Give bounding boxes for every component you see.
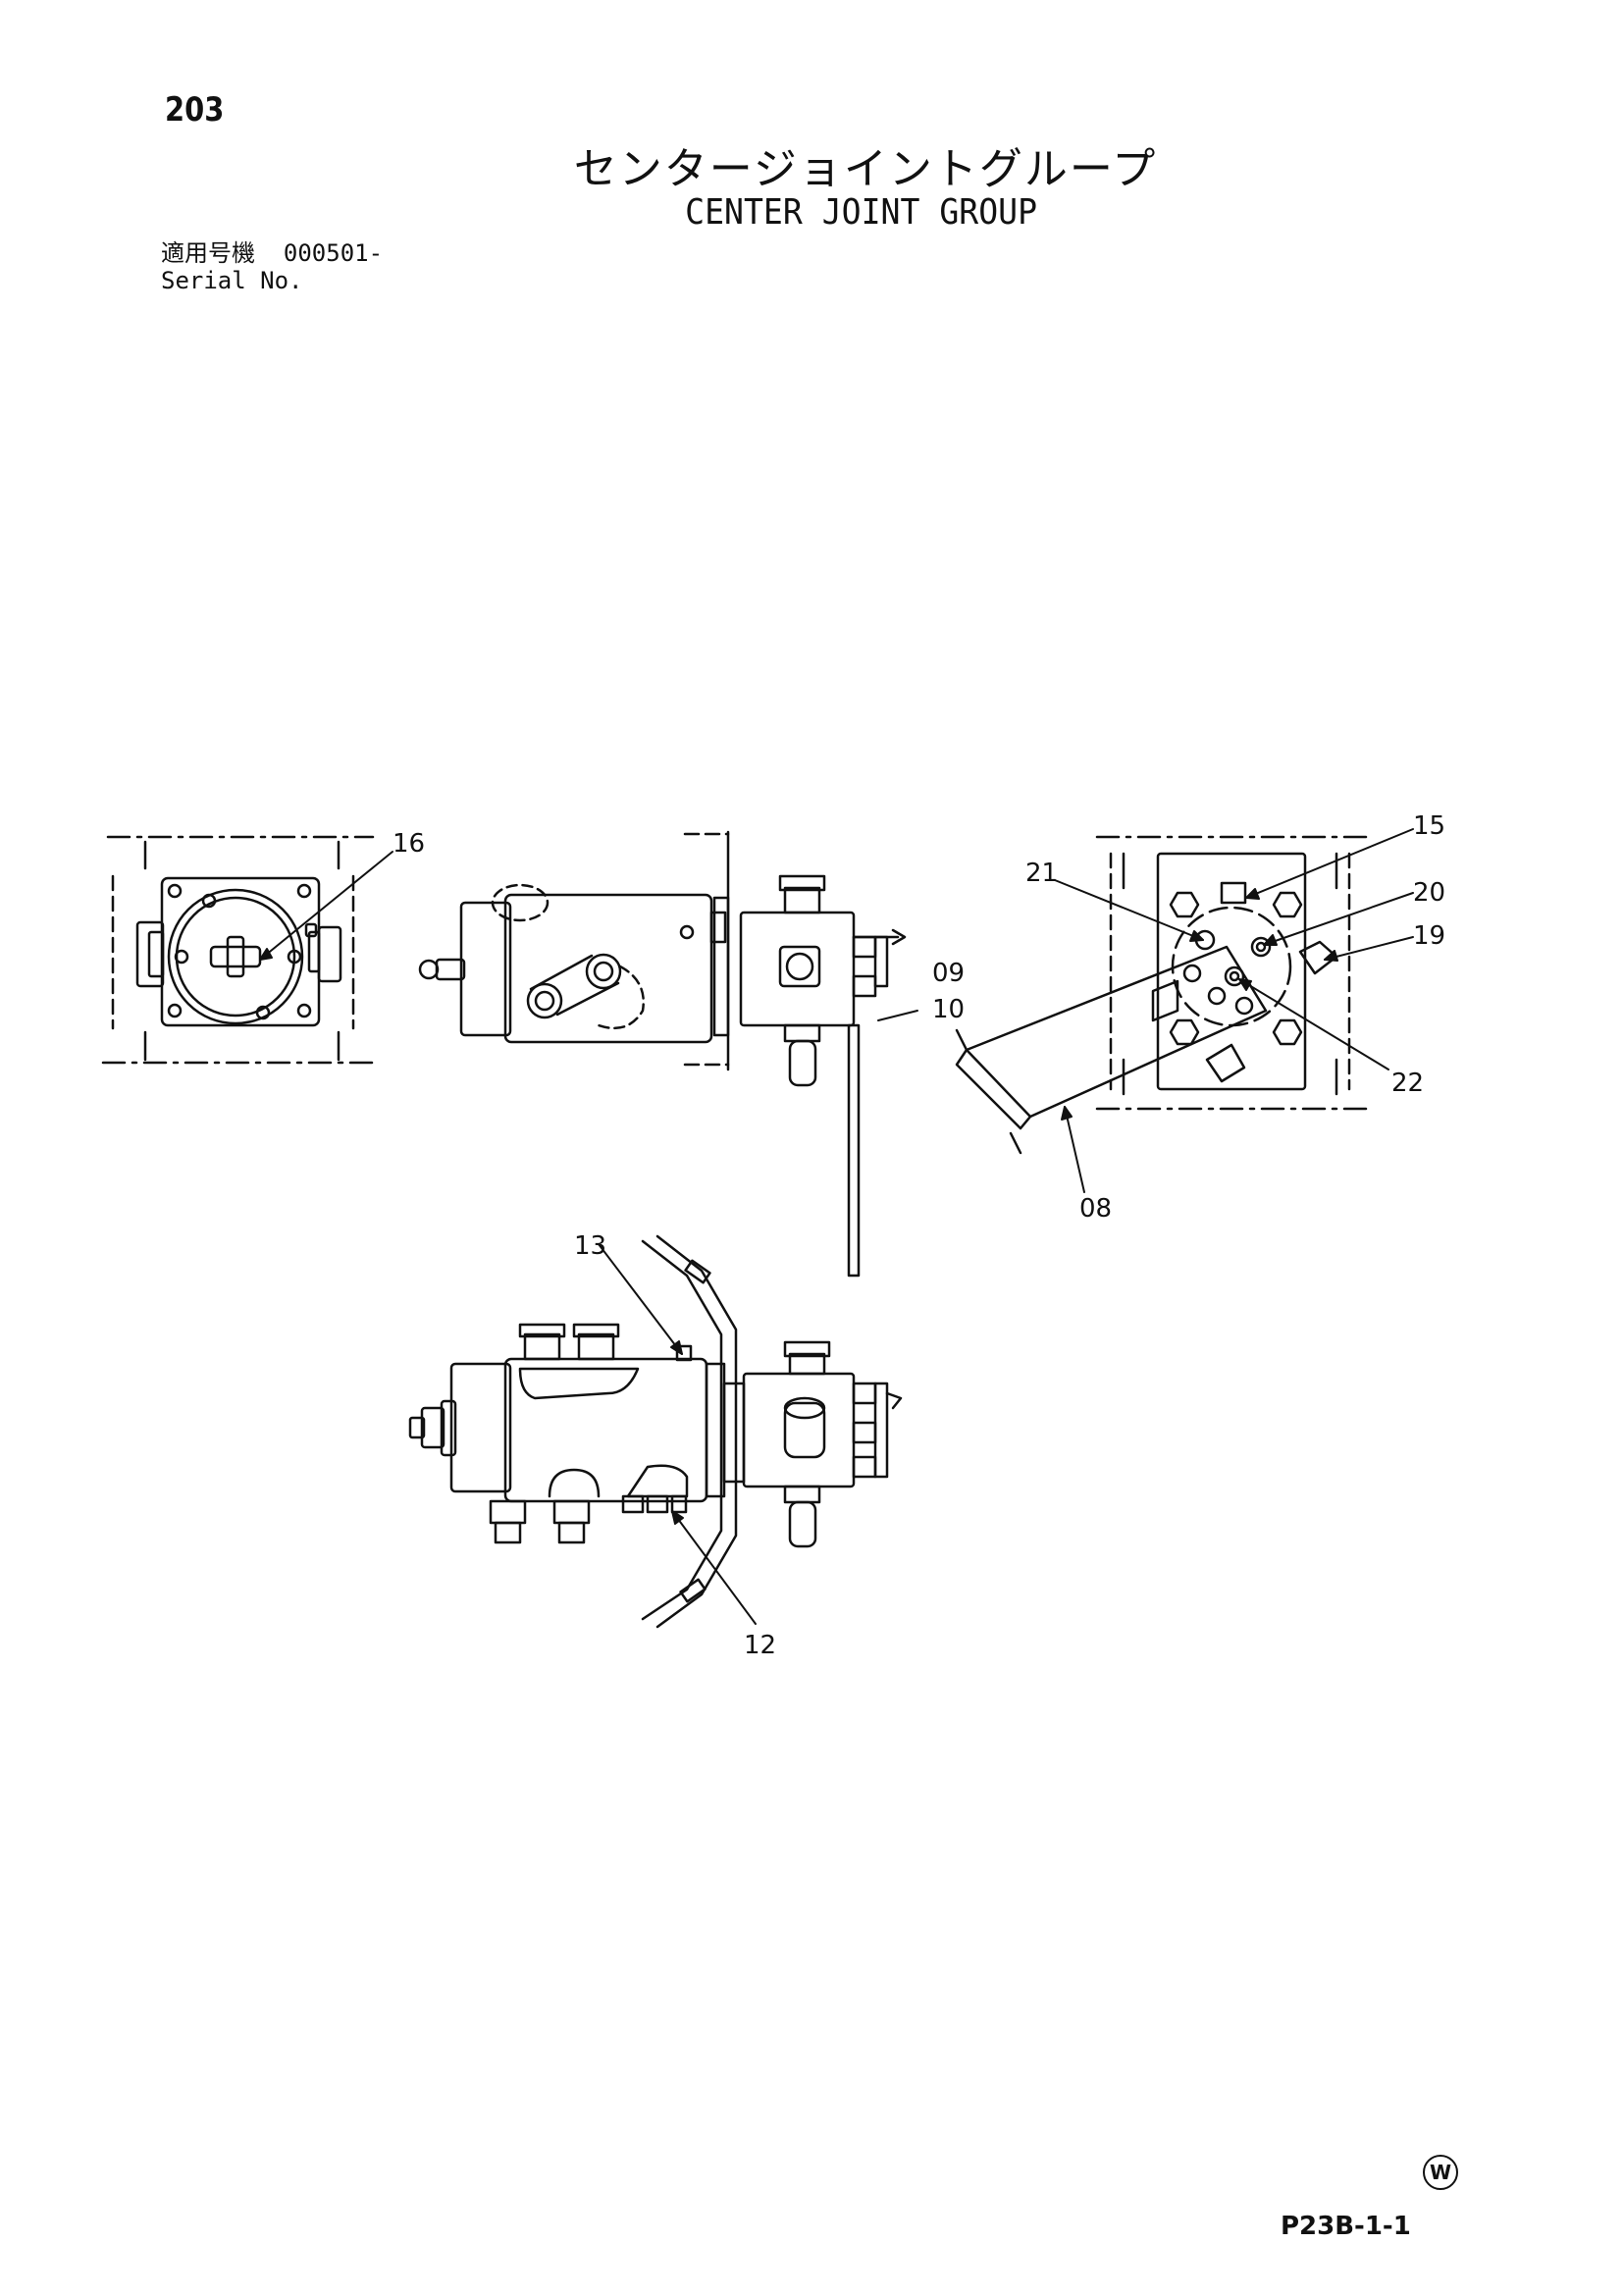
callout-08: 08 xyxy=(1079,1194,1112,1224)
callout-12: 12 xyxy=(744,1631,776,1660)
reference-code: P23B-1-1 xyxy=(1281,2212,1411,2241)
callout-16: 16 xyxy=(393,829,425,859)
callout-numbers: 16 15 21 20 19 22 09 10 08 13 12 xyxy=(393,811,1445,1660)
callout-13: 13 xyxy=(574,1231,606,1261)
side-view xyxy=(418,830,907,1278)
callout-22: 22 xyxy=(1391,1069,1424,1098)
callout-15: 15 xyxy=(1413,811,1445,841)
leader-lines xyxy=(259,828,1414,1625)
serial-label-jp: 適用号機 xyxy=(161,239,255,267)
serial-label-en: Serial No. xyxy=(161,267,303,294)
callout-10: 10 xyxy=(932,995,965,1024)
callout-21: 21 xyxy=(1025,859,1058,888)
callout-19: 19 xyxy=(1413,921,1445,951)
callout-09: 09 xyxy=(932,959,965,988)
end-view xyxy=(101,835,375,1065)
top-view xyxy=(955,835,1371,1155)
page-title-japanese: センタージョイントグループ xyxy=(573,144,1158,194)
callout-20: 20 xyxy=(1413,878,1445,908)
w-mark: W xyxy=(1423,2155,1458,2190)
bottom-view xyxy=(408,1234,903,1629)
page-number: 203 xyxy=(165,90,225,130)
serial-block: 適用号機 000501- Serial No. xyxy=(161,239,383,294)
page-title-english: CENTER JOINT GROUP xyxy=(685,192,1038,233)
serial-value: 000501- xyxy=(283,239,384,267)
